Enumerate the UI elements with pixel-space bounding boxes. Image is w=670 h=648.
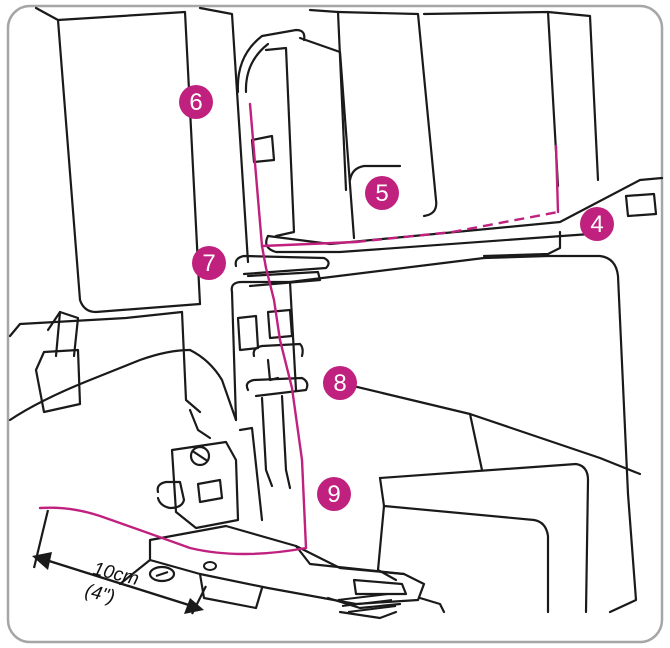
badge-9: 9	[317, 477, 351, 511]
needle-plate-hole	[203, 561, 217, 571]
badge-5: 5	[365, 176, 399, 210]
needle-plate-screw	[148, 565, 176, 583]
thread-path	[38, 102, 560, 556]
thread-path-hidden	[355, 210, 559, 244]
badge-7-label: 7	[202, 250, 215, 277]
badge-7: 7	[192, 246, 226, 280]
badge-8: 8	[323, 366, 357, 400]
frame-border	[6, 4, 664, 644]
badge-4: 4	[580, 207, 614, 241]
needle-plate-screw-slot	[155, 571, 169, 577]
badge-6-label: 6	[189, 89, 202, 116]
badge-9-label: 9	[327, 481, 340, 508]
badge-8-label: 8	[333, 370, 346, 397]
machine-line-art	[8, 6, 664, 620]
badge-6: 6	[179, 85, 213, 119]
badge-4-label: 4	[590, 211, 603, 238]
badge-5-label: 5	[375, 180, 388, 207]
feed-dog	[337, 593, 397, 613]
